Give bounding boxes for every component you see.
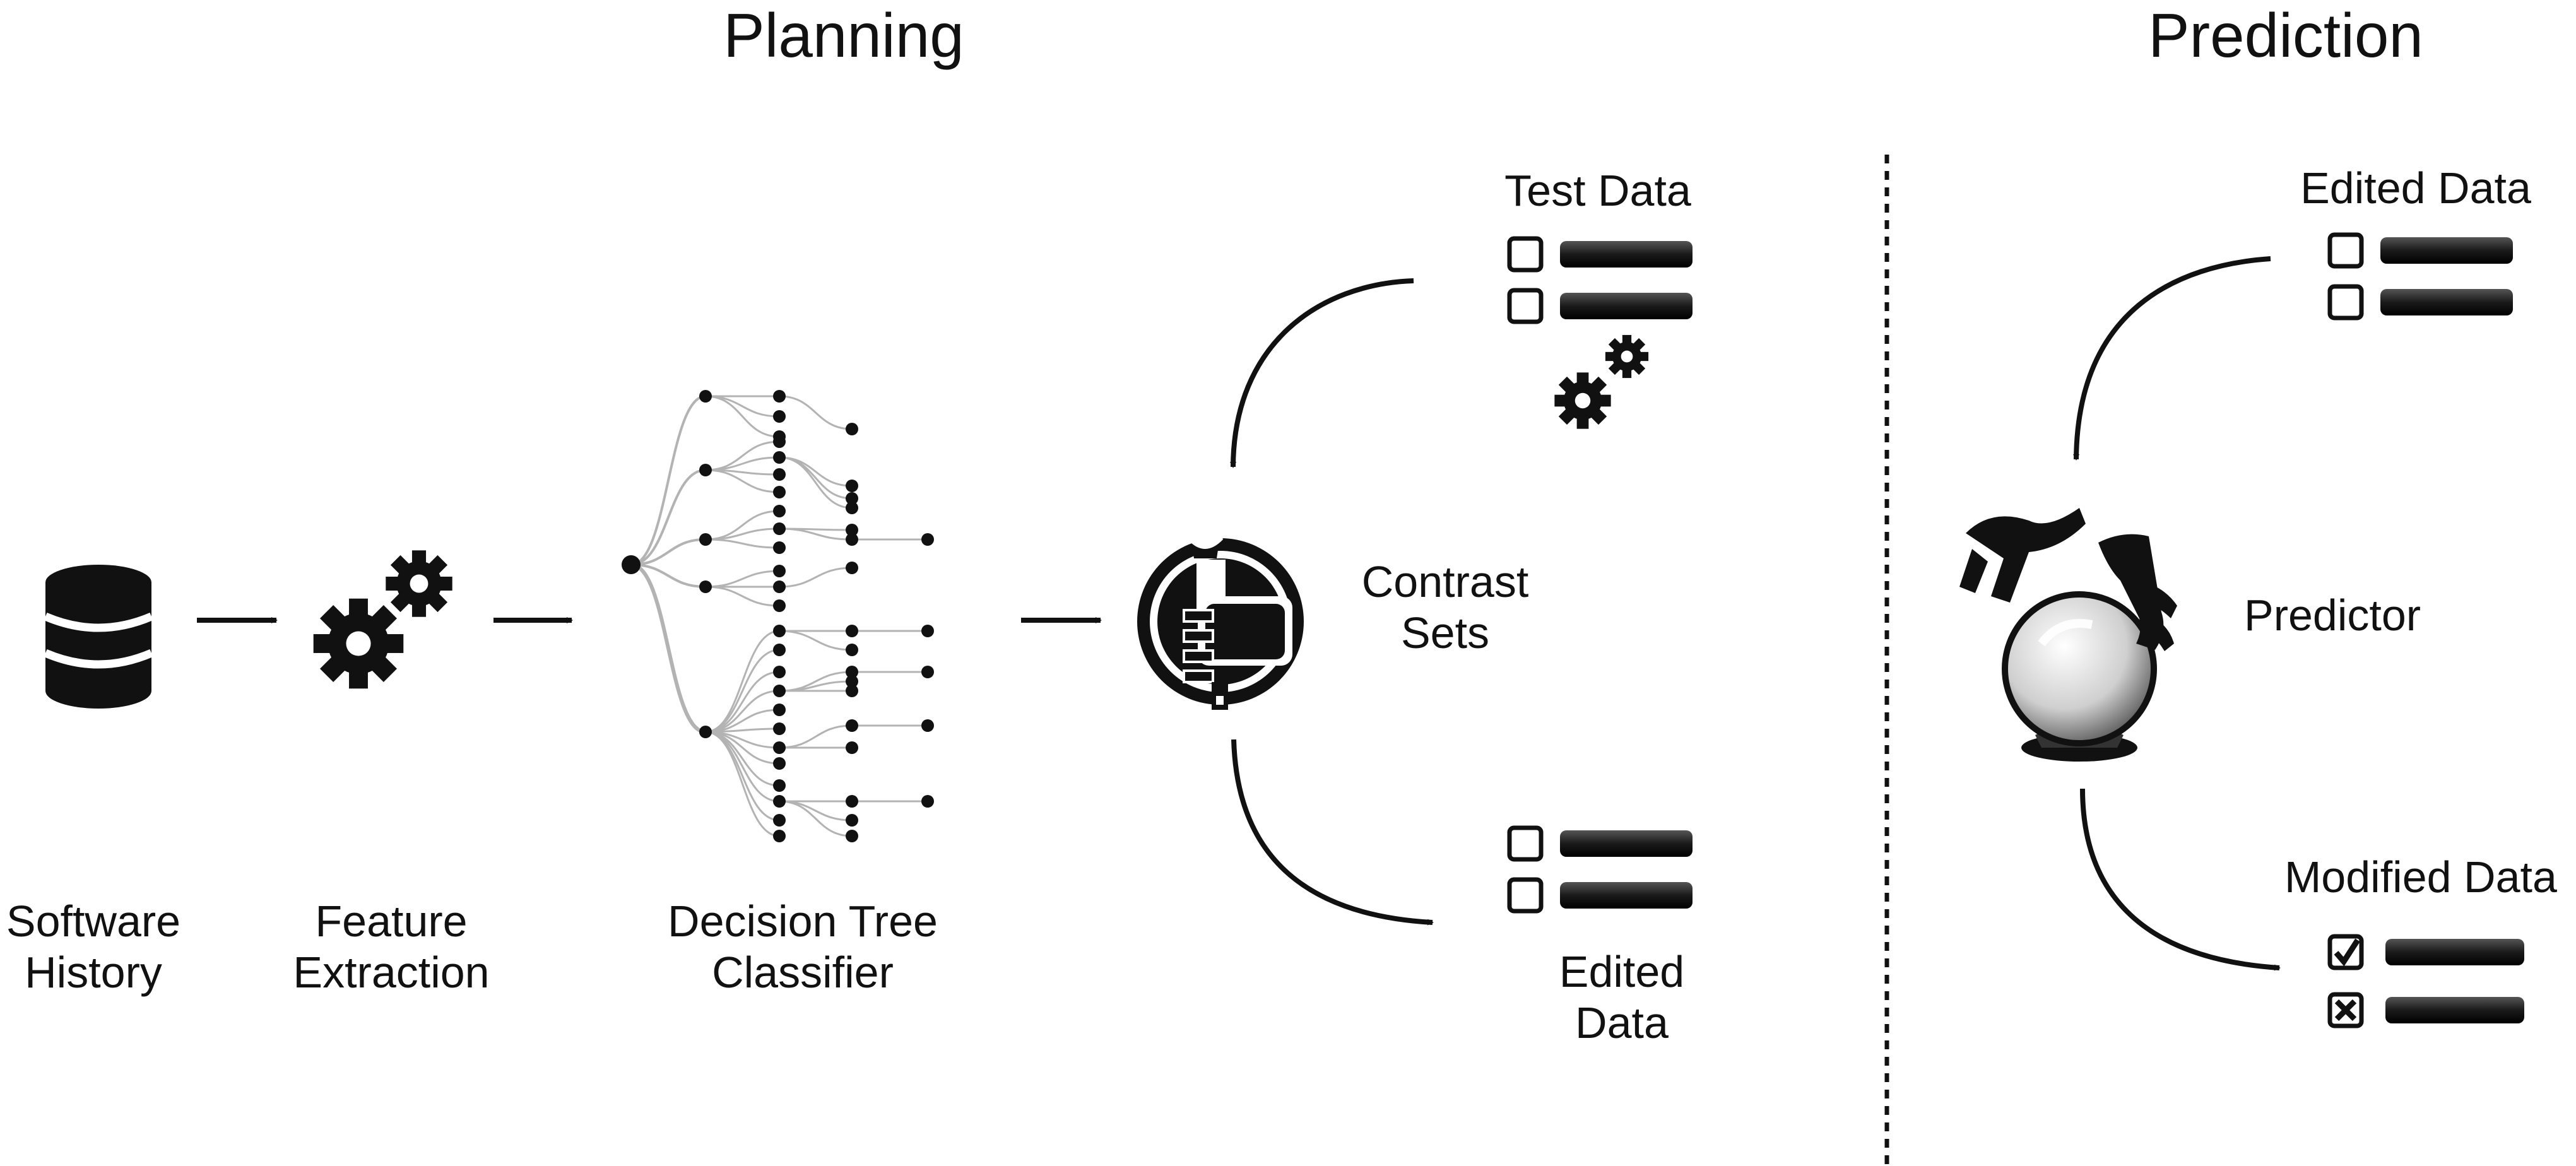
- feature-extraction-label: Feature Extraction: [293, 896, 489, 998]
- tree-node: [699, 390, 712, 403]
- tree-node: [773, 451, 786, 464]
- label-line: History: [25, 947, 162, 997]
- tree-node: [773, 580, 786, 593]
- edited-data-prediction-label: Edited Data: [2300, 163, 2531, 213]
- tree-node: [921, 666, 934, 678]
- tree-node: [773, 565, 786, 577]
- checked-list-icon: [2327, 934, 2524, 1028]
- tree-node: [773, 704, 786, 716]
- label-line: Sets: [1400, 608, 1490, 657]
- tree-node: [846, 666, 858, 678]
- tree-node: [846, 480, 858, 492]
- tree-node: [846, 625, 858, 637]
- tree-node: [846, 423, 858, 435]
- tree-node: [773, 722, 786, 735]
- tree-node: [699, 533, 712, 546]
- decision-tree-label: Decision Tree Classifier: [668, 896, 938, 998]
- tree-node: [773, 522, 786, 535]
- checklist-icon: [1510, 828, 1693, 911]
- tree-node: [846, 524, 858, 536]
- tree-node: [773, 685, 786, 697]
- tree-node: [773, 468, 786, 481]
- tree-node: [846, 719, 858, 732]
- database-icon: [44, 565, 153, 709]
- planning-title: Planning: [723, 1, 964, 70]
- tree-node: [773, 541, 786, 554]
- arrow-edited-to-predictor: [2073, 256, 2271, 461]
- gears-icon: [313, 550, 452, 689]
- gears-icon: [1554, 334, 1649, 429]
- contrast-sets-label: Contrast Sets: [1362, 556, 1529, 658]
- modified-data-label: Modified Data: [2284, 852, 2557, 902]
- label-line: Extraction: [293, 947, 490, 997]
- tree-node: [773, 435, 786, 448]
- tree-node: [699, 464, 712, 476]
- tree-node: [773, 599, 786, 612]
- tree-node: [773, 410, 786, 423]
- label-line: Classifier: [712, 947, 894, 997]
- tree-node: [846, 533, 858, 546]
- tree-node: [773, 486, 786, 498]
- tree-node: [921, 719, 934, 732]
- tree-node: [846, 814, 858, 827]
- label-line: Contrast: [1361, 557, 1529, 606]
- tree-node: [846, 502, 858, 514]
- tree-node: [773, 814, 786, 827]
- arrow-test-to-contrast: [1230, 278, 1414, 468]
- tree-node: [773, 505, 786, 517]
- arrow-contrast-to-edited: [1231, 739, 1434, 926]
- crystal-ball-icon: [1959, 508, 2177, 762]
- tree-node: [921, 625, 934, 637]
- tree-node: [846, 492, 858, 505]
- label-line: Data: [1575, 998, 1669, 1047]
- tree-node: [773, 741, 786, 754]
- tree-node: [773, 830, 786, 842]
- tree-node: [699, 726, 712, 738]
- test-data-label: Test Data: [1504, 166, 1691, 215]
- checklist-icon: [1510, 238, 1693, 322]
- tree-node: [699, 580, 712, 593]
- tree-node: [622, 555, 641, 574]
- tree-node: [773, 757, 786, 770]
- tree-node: [846, 675, 858, 688]
- tree-node: [773, 390, 786, 403]
- label-line: Edited: [1559, 947, 1685, 996]
- prediction-title: Prediction: [2148, 1, 2423, 70]
- tree-node: [846, 795, 858, 808]
- tree-node: [846, 562, 858, 574]
- tree-node: [846, 830, 858, 842]
- label-line: Decision Tree: [668, 897, 938, 946]
- tree-node: [773, 779, 786, 792]
- tree-node: [773, 625, 786, 637]
- checklist-icon: [2330, 235, 2513, 318]
- tree-node: [846, 644, 858, 656]
- edited-data-label: Edited Data: [1559, 946, 1684, 1048]
- tree-node: [846, 741, 858, 754]
- label-line: Software: [6, 897, 181, 946]
- tree-node: [921, 533, 934, 546]
- label-line: Feature: [315, 897, 468, 946]
- arrow-predictor-to-modified: [2080, 788, 2281, 971]
- tree-node: [846, 685, 858, 697]
- wrench-fist-icon: [1137, 523, 1304, 710]
- tree-node: [773, 666, 786, 678]
- decision-tree-icon: [622, 390, 934, 842]
- predictor-label: Predictor: [2244, 591, 2421, 640]
- tree-node: [773, 795, 786, 808]
- tree-node: [921, 795, 934, 808]
- tree-node: [773, 644, 786, 656]
- software-history-label: Software History: [6, 896, 180, 998]
